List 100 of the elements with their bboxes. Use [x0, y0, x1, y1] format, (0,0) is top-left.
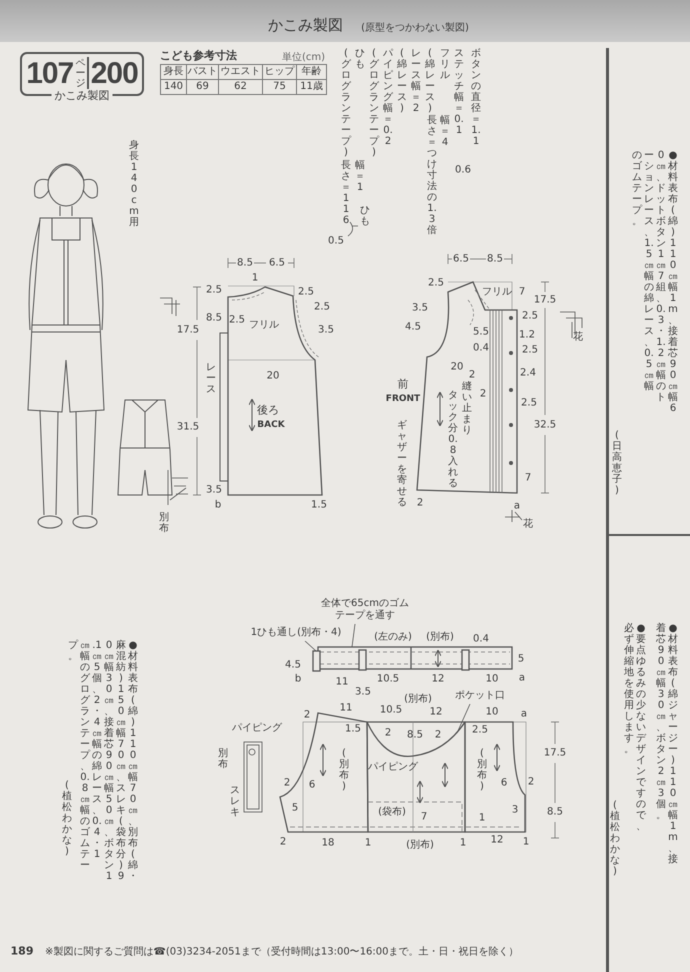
- measurement-label: 18: [322, 837, 334, 849]
- measurement-label: 2: [284, 777, 290, 789]
- measurement-label: 12: [430, 706, 442, 718]
- leader-line: [352, 624, 356, 648]
- note-text: 長さ＝つけ寸法の1.3倍: [427, 115, 437, 236]
- measurement-label: 8.5: [487, 253, 503, 265]
- measurement-label: 2.4: [520, 367, 536, 379]
- measurement-label: 7: [420, 811, 428, 823]
- note-text: パイピング幅＝0.2: [383, 48, 393, 147]
- measurement-label: a: [520, 708, 528, 720]
- note-text: レース幅＝2: [411, 48, 421, 114]
- measurement-label: 10: [486, 706, 498, 718]
- table-cell: 年齢: [297, 65, 327, 80]
- measurement-label: 2: [384, 727, 392, 739]
- unit-label: 単位(cm): [282, 51, 326, 64]
- part-label: (別布): [406, 839, 434, 851]
- measurement-label: 10.5: [376, 673, 400, 685]
- part-label: 花: [573, 331, 583, 343]
- note-text: (グログランテープ): [341, 48, 351, 158]
- note-text: フリル: [440, 48, 450, 81]
- leader-line: [304, 640, 316, 652]
- measurement-label: 2.5: [229, 314, 245, 326]
- measurement-label: 2: [304, 709, 310, 721]
- measurement-label: a: [518, 672, 526, 684]
- measurement-label: 0.6: [455, 164, 471, 176]
- table-title: こども参考寸法: [160, 48, 237, 63]
- badge-caption: かこみ製図: [52, 88, 112, 102]
- note-text: 長さ＝116: [341, 160, 351, 226]
- measurement-label: 1.5: [311, 499, 327, 511]
- measurement-label: 5: [518, 653, 524, 665]
- note-text: ひも: [355, 48, 365, 70]
- measurement-label: 6: [500, 777, 508, 789]
- measurement-label: 3.5: [355, 686, 371, 698]
- measurement-label: 3: [512, 804, 518, 816]
- materials-text: ●材料表布(綿)110㎝幅1m、接着芯90㎝幅60㎝、ドットボタン1㎝7組、0.3・1.2㎝幅のトーションレース、1.5㎝幅の綿レース、0.5㎝幅のゴムテープ。: [632, 150, 678, 414]
- measurement-label: 12: [432, 673, 444, 685]
- part-label: フリル: [249, 319, 279, 331]
- table-cell: 75: [263, 80, 297, 95]
- measurement-label: b: [294, 673, 302, 685]
- part-label: (別布): [477, 748, 487, 792]
- measurement-label: 2.5: [522, 344, 538, 356]
- measurement-label: 31.5: [176, 421, 200, 433]
- measurement-label: 8.5: [547, 806, 563, 818]
- measurement-label: 17.5: [544, 747, 566, 759]
- measurement-label: 2.5: [428, 277, 444, 289]
- part-label: 別布: [159, 512, 169, 534]
- table-cell: 身長: [161, 65, 187, 80]
- footer-note: ※製図に関するご質問は☎(03)3234-2051まで（受付時間は13:00〜16:00まで。土・日・祝日を除く）: [45, 946, 519, 958]
- measurement-label: 1: [364, 837, 372, 849]
- note-text: ひも: [360, 205, 370, 227]
- part-label: レース: [206, 362, 216, 395]
- measurement-label: 2: [280, 836, 286, 848]
- design-number: 200: [90, 59, 138, 89]
- measurement-label: 3.5: [206, 484, 222, 496]
- part-label: (別布): [426, 631, 454, 643]
- author-credit: (日高恵子): [612, 430, 622, 496]
- measurement-label: 0.4: [473, 633, 489, 645]
- table-cell: 11歳: [297, 80, 327, 95]
- measurement-label: 1: [460, 837, 466, 849]
- measurement-label: 1: [522, 836, 530, 848]
- page-title: かこみ製図: [268, 16, 343, 35]
- table-cell: 69: [187, 80, 219, 95]
- measurement-label: b: [214, 499, 222, 511]
- measurement-label: 12: [490, 834, 504, 846]
- measurement-label: 2.5: [522, 310, 538, 322]
- measurement-label: 3.5: [412, 302, 428, 314]
- measurement-label: 8.5: [237, 257, 253, 269]
- measurement-label: 2.5: [521, 397, 537, 409]
- measurement-label: 2.5: [206, 284, 222, 296]
- part-label: BACK: [257, 420, 285, 430]
- measurement-label: 4.5: [285, 659, 301, 671]
- note-text: (綿レース): [425, 48, 435, 114]
- measurement-label: 8.5: [407, 729, 423, 741]
- part-label: 花: [523, 518, 533, 530]
- materials-text: ●材料表布(綿ジャージー)110㎝幅1m、接着芯90㎝幅30㎝、ボタン2㎝3個。: [656, 623, 678, 865]
- note-text: ボタンの直径＝1.1: [471, 48, 481, 147]
- key-point-text: ●要点ゆるみの少ないデザインですので、必ず伸縮地を使用します。: [624, 623, 646, 832]
- page-label: ページ: [75, 59, 86, 89]
- measurement-label: 5: [292, 802, 298, 814]
- table-cell: 62: [219, 80, 263, 95]
- measurement-label: 11: [340, 702, 352, 714]
- measurement-label: 20: [266, 370, 280, 382]
- measurement-label: 20: [450, 361, 464, 373]
- note-text: 縫い止まり: [462, 381, 472, 436]
- note-text: (グログランテープ): [369, 48, 379, 158]
- measurement-label: 6.5: [453, 253, 469, 265]
- measurement-label: 8.5: [206, 312, 222, 324]
- table-cell: 140: [161, 80, 187, 95]
- part-label: パイピング: [368, 761, 418, 773]
- measurement-label: 2.5: [472, 724, 488, 736]
- measurement-label: 6.5: [269, 257, 285, 269]
- measurement-label: a: [514, 500, 520, 512]
- part-label: (別布): [404, 693, 432, 705]
- note-text: 幅＝1: [355, 160, 365, 193]
- part-label: 別布: [218, 748, 228, 770]
- measurement-label: 7: [524, 472, 532, 484]
- part-label: (袋布): [378, 806, 406, 818]
- part-label: 前: [398, 378, 408, 392]
- measurement-label: 11: [336, 676, 348, 688]
- part-label: スレキ: [230, 785, 240, 818]
